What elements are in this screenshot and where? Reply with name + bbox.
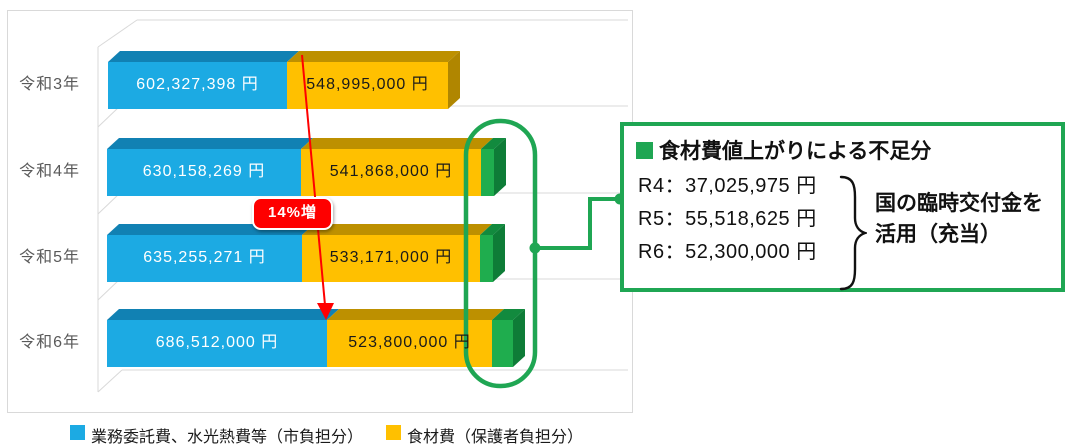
value-label-reiwa5-food: 533,171,000 円 (329, 249, 453, 266)
bar-reiwa5-green-front (480, 235, 493, 282)
bar-reiwa3-yellow-side (448, 51, 460, 109)
legend-item-city: 業務委託費、水光熱費等（市負担分） (70, 423, 363, 447)
category-label-reiwa3: 令和3年 (19, 76, 80, 93)
arrow-head (317, 303, 334, 320)
bar-reiwa4 (107, 138, 506, 196)
axis-depth-line (97, 278, 121, 301)
category-label-reiwa4: 令和4年 (19, 163, 80, 180)
annotation-title: 食材費値上がりによる不足分 (636, 135, 931, 165)
bar-reiwa3-blue-front (108, 62, 287, 109)
axis-depth-line (97, 105, 121, 128)
bar-reiwa5-green-side (493, 224, 505, 282)
increase-arrow (301, 54, 334, 320)
value-label-reiwa3-food: 548,995,000 円 (306, 76, 429, 93)
curly-brace-icon (839, 175, 867, 291)
legend-swatch-blue-icon (70, 425, 85, 440)
legend-item-food: 食材費（保護者負担分） (386, 423, 583, 447)
annotation-line-r5: R5：55,518,625 円 (638, 208, 817, 230)
annotation-note-line1: 国の臨時交付金を (875, 192, 1043, 215)
green-square-icon (636, 141, 653, 159)
bar-reiwa5-yellow-top (302, 224, 492, 235)
annotation-box: 食材費値上がりによる不足分 R4：37,025,975 円 R5：55,518,… (620, 122, 1065, 292)
bar-reiwa5-green-top (480, 224, 505, 235)
axis-depth-line (97, 192, 121, 215)
legend-label-city: 業務委託費、水光熱費等（市負担分） (91, 429, 364, 446)
category-label-reiwa6: 令和6年 (19, 334, 80, 351)
annotation-line-r6: R6：52,300,000 円 (638, 241, 817, 263)
bar-reiwa4-blue-front (107, 149, 301, 196)
bar-reiwa6-blue-front (107, 320, 327, 367)
value-label-reiwa6-city: 686,512,000 円 (155, 334, 279, 351)
legend-label-food: 食材費（保護者負担分） (407, 429, 584, 446)
bar-reiwa4-blue-top (107, 138, 313, 149)
value-label-reiwa3-city: 602,327,398 円 (136, 76, 259, 93)
annotation-note: 国の臨時交付金を 活用（充当） (875, 188, 1070, 250)
value-label-reiwa4-city: 630,158,269 円 (142, 163, 266, 180)
annotation-note-line2: 活用（充当） (875, 223, 1001, 246)
increase-badge: 14%増 (252, 197, 333, 230)
category-label-reiwa5: 令和5年 (19, 249, 80, 266)
annotation-title-text: 食材費値上がりによる不足分 (659, 140, 932, 163)
bar-reiwa4-green-top (481, 138, 506, 149)
bar-reiwa6-green-top (492, 309, 525, 320)
bar-reiwa4-green-side (494, 138, 506, 196)
bar-reiwa3-yellow-front (287, 62, 448, 109)
bar-reiwa6-blue-top (107, 309, 339, 320)
bar-reiwa6-yellow-top (327, 309, 504, 320)
connector-dot (529, 242, 541, 254)
value-label-reiwa5-city: 635,255,271 円 (143, 249, 266, 266)
bar-reiwa6-green-side (513, 309, 525, 367)
bar-reiwa3-blue-top (108, 51, 299, 62)
annotation-amounts: R4：37,025,975 円 R5：55,518,625 円 R6：52,30… (638, 170, 817, 269)
bar-reiwa3 (108, 51, 460, 109)
axis-depth-line (97, 19, 138, 48)
value-label-reiwa6-food: 523,800,000 円 (348, 334, 471, 351)
bar-reiwa4-green-front (481, 149, 494, 196)
value-label-reiwa4-food: 541,868,000 円 (329, 163, 453, 180)
legend-swatch-yellow-icon (386, 425, 401, 440)
axis-depth-line (97, 369, 123, 393)
bar-reiwa6 (107, 309, 525, 367)
bar-reiwa3-yellow-top (287, 51, 460, 62)
bar-reiwa5-yellow-front (302, 235, 480, 282)
bar-reiwa5-blue-front (107, 235, 302, 282)
annotation-line-r4: R4：37,025,975 円 (638, 175, 817, 197)
bar-reiwa4-yellow-front (301, 149, 481, 196)
bar-reiwa6-green-front (492, 320, 513, 367)
bar-reiwa4-yellow-top (301, 138, 493, 149)
